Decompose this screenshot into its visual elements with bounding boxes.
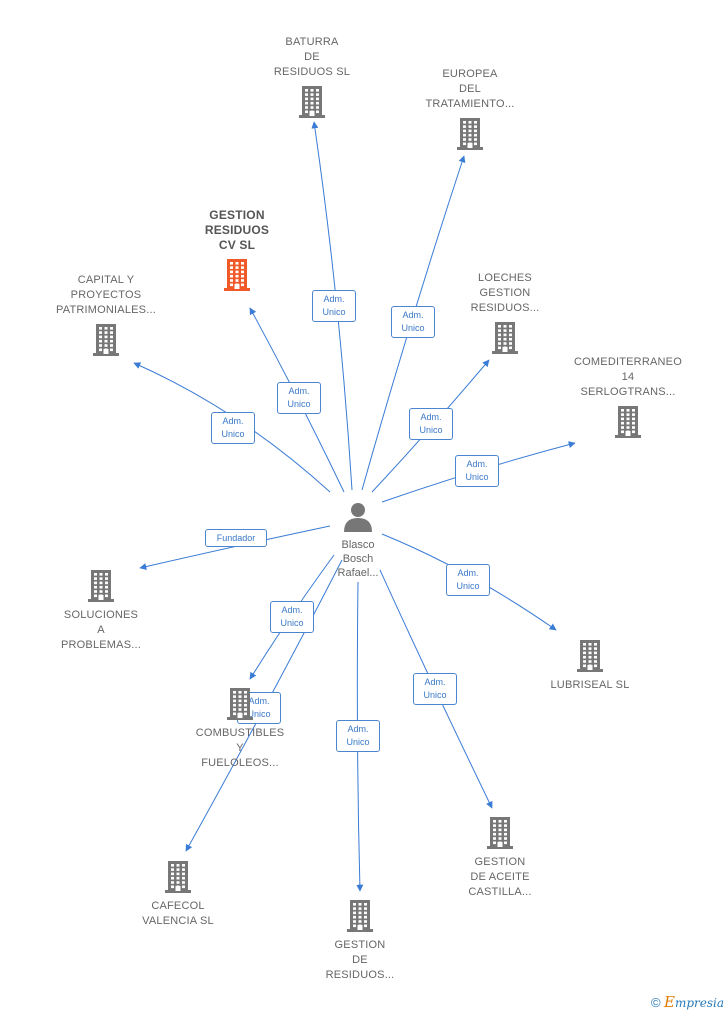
building-icon <box>227 688 253 720</box>
company-node-gestion-cv[interactable]: GESTION RESIDUOS CV SL <box>167 208 307 291</box>
company-node-loeches[interactable]: LOECHES GESTION RESIDUOS... <box>435 271 575 354</box>
edge-label-europea[interactable]: Adm. Unico <box>391 306 435 338</box>
building-icon <box>299 86 325 118</box>
company-name: BATURRA DE RESIDUOS SL <box>273 36 351 78</box>
company-name: GESTION DE RESIDUOS... <box>325 939 395 981</box>
building-icon <box>615 406 641 438</box>
company-name: GESTION DE ACEITE CASTILLA... <box>468 856 532 898</box>
company-name: SOLUCIONES A PROBLEMAS... <box>60 609 142 651</box>
person-name[interactable]: Blasco Bosch Rafael... <box>337 539 379 579</box>
building-icon <box>487 817 513 849</box>
edge-label-gestion-residuos[interactable]: Adm. Unico <box>336 720 380 752</box>
company-node-gestion-residuos[interactable]: GESTION DE RESIDUOS... <box>290 898 430 983</box>
company-node-baturra[interactable]: BATURRA DE RESIDUOS SL <box>242 35 382 118</box>
company-name: EUROPEA DEL TRATAMIENTO... <box>425 68 515 110</box>
edge-label-capital[interactable]: Adm. Unico <box>211 412 255 444</box>
company-name: LOECHES GESTION RESIDUOS... <box>470 272 540 314</box>
building-icon <box>492 322 518 354</box>
edge-label-loeches[interactable]: Adm. Unico <box>409 408 453 440</box>
company-node-combustibles[interactable]: COMBUSTIBLES Y FUELOLEOS... <box>170 686 310 771</box>
building-icon <box>224 259 250 291</box>
company-node-europea[interactable]: EUROPEA DEL TRATAMIENTO... <box>400 67 540 150</box>
edge-label-comediterraneo[interactable]: Adm. Unico <box>455 455 499 487</box>
building-icon <box>93 324 119 356</box>
company-node-capital[interactable]: CAPITAL Y PROYECTOS PATRIMONIALES... <box>36 273 176 356</box>
person-icon[interactable] <box>344 503 372 532</box>
company-node-gestion-aceite[interactable]: GESTION DE ACEITE CASTILLA... <box>430 815 570 900</box>
copyright-symbol: © <box>651 995 661 1010</box>
edge-label-gestion-aceite[interactable]: Adm. Unico <box>413 673 457 705</box>
edge-label-baturra[interactable]: Adm. Unico <box>312 290 356 322</box>
company-name: CAPITAL Y PROYECTOS PATRIMONIALES... <box>56 274 156 316</box>
edge-label-soluciones[interactable]: Fundador <box>205 529 267 547</box>
edge-label-lubriseal[interactable]: Adm. Unico <box>446 564 490 596</box>
building-icon <box>577 640 603 672</box>
brand-logo-letter: E <box>663 993 675 1011</box>
footer-brand[interactable]: © Empresia <box>651 993 724 1011</box>
building-icon <box>165 861 191 893</box>
company-name: LUBRISEAL SL <box>550 679 630 691</box>
company-node-cafecol[interactable]: CAFECOL VALENCIA SL <box>108 859 248 929</box>
company-name: GESTION RESIDUOS CV SL <box>204 208 270 252</box>
company-name: CAFECOL VALENCIA SL <box>142 900 214 927</box>
brand-logo-text: mpresia <box>674 996 724 1010</box>
company-node-lubriseal[interactable]: LUBRISEAL SL <box>520 638 660 693</box>
building-icon <box>457 118 483 150</box>
edge-label-gestion-cv[interactable]: Adm. Unico <box>277 382 321 414</box>
company-name: COMBUSTIBLES Y FUELOLEOS... <box>195 727 285 769</box>
building-icon <box>88 570 114 602</box>
company-node-soluciones[interactable]: SOLUCIONES A PROBLEMAS... <box>31 568 171 653</box>
edge-label-combustibles[interactable]: Adm. Unico <box>270 601 314 633</box>
company-node-comediterraneo[interactable]: COMEDITERRANEO 14 SERLOGTRANS... <box>558 355 698 438</box>
company-name: COMEDITERRANEO 14 SERLOGTRANS... <box>574 356 682 398</box>
building-icon <box>347 900 373 932</box>
